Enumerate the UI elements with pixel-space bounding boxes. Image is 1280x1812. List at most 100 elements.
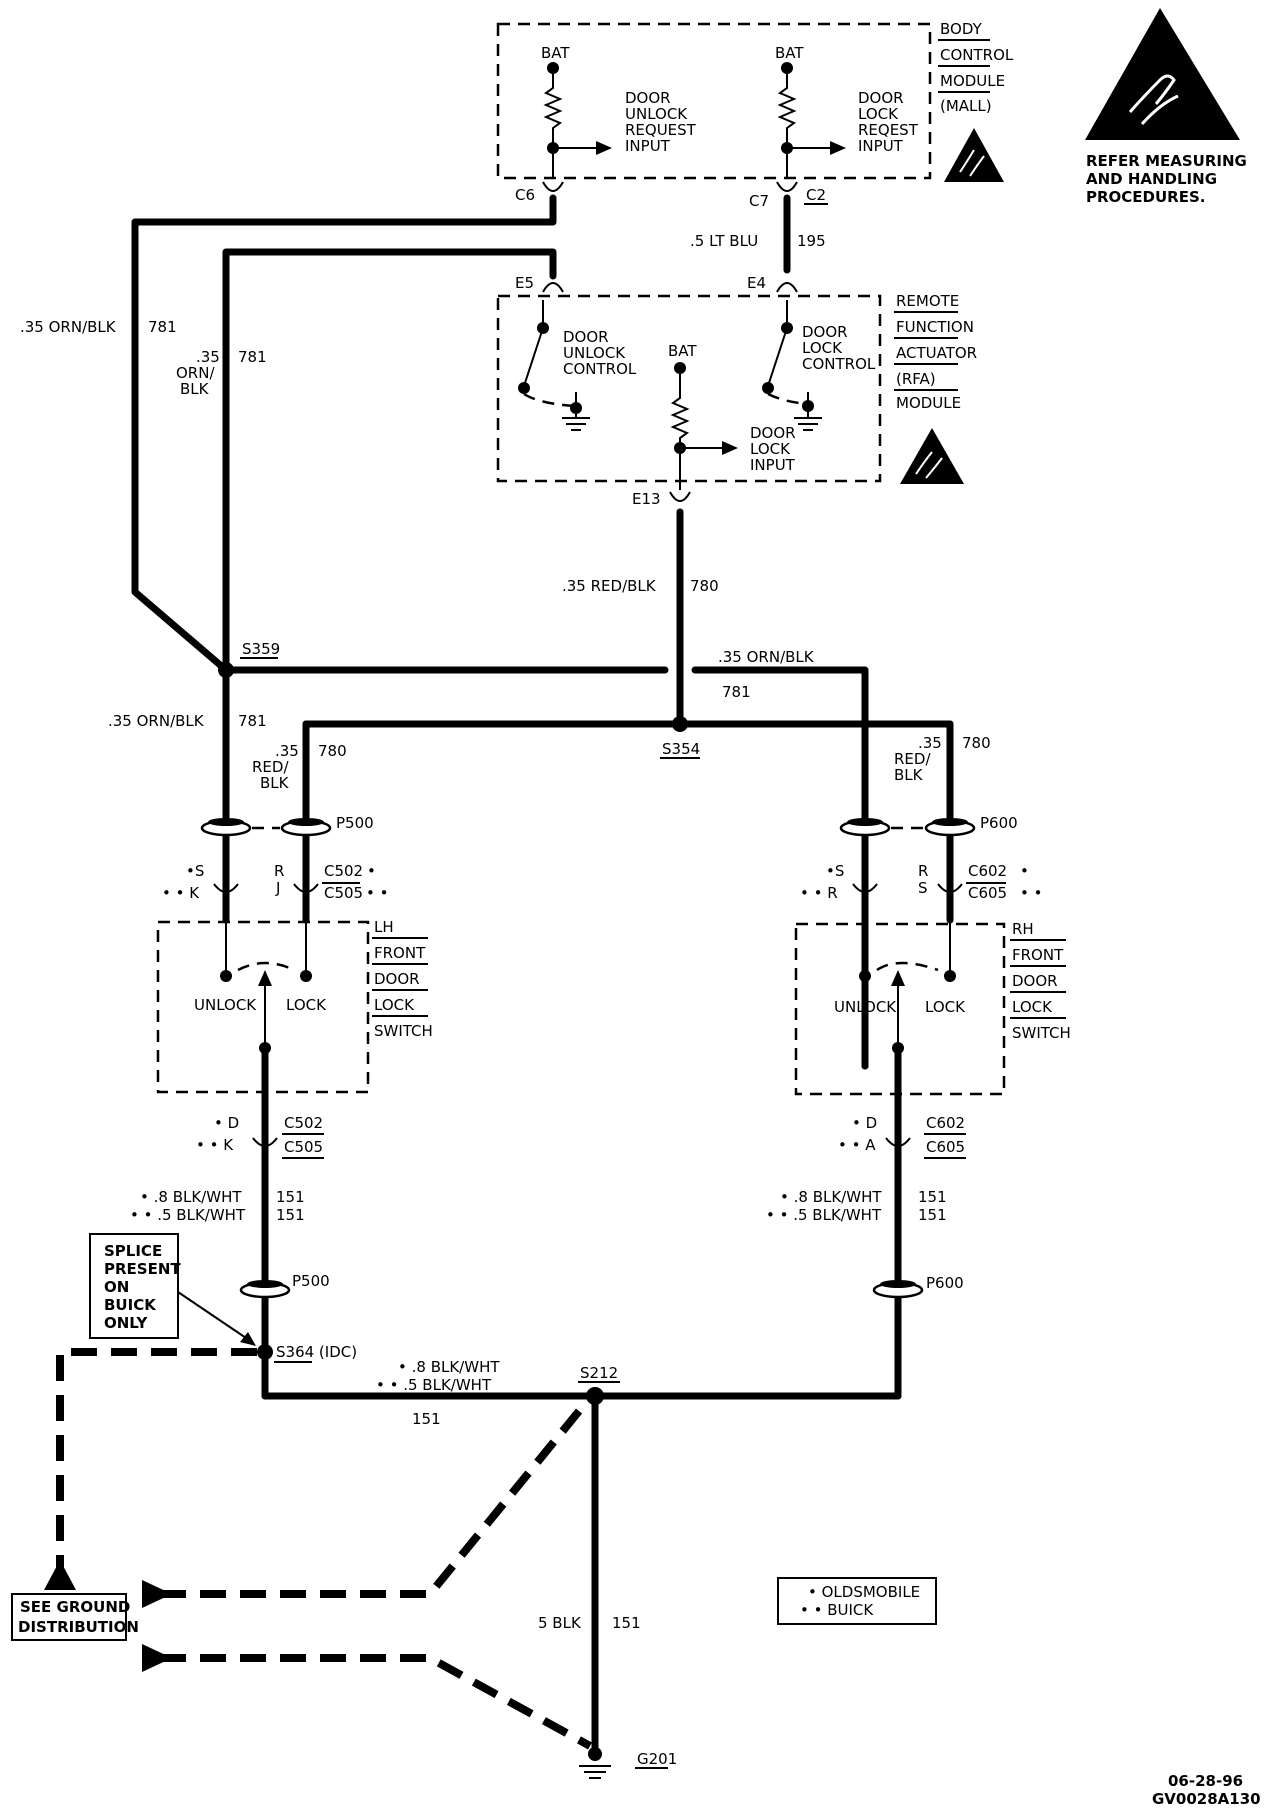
- wire-151-bottom-number: 151: [412, 1410, 441, 1428]
- splice-note-5: ONLY: [104, 1314, 149, 1332]
- esd-note-1: REFER MEASURING: [1086, 152, 1247, 170]
- lh-switch-title-3: DOOR: [374, 970, 420, 988]
- wire-151-ground-number: 151: [612, 1614, 641, 1632]
- lh-switch-title-5: SWITCH: [374, 1022, 433, 1040]
- body-control-module: BODY CONTROL MODULE (MALL) BAT DOOR UNLO…: [496, 20, 1014, 210]
- rfa-unlock-ground-node: [570, 402, 582, 414]
- bcm-bat-left: BAT: [541, 44, 570, 62]
- connector-e5: [542, 282, 564, 293]
- connector-e4: [776, 282, 798, 293]
- rfa-bat: BAT: [668, 342, 697, 360]
- wire-781-inner-color-2: ORN/: [176, 364, 215, 382]
- wire-780-rh-number: 780: [962, 734, 991, 752]
- rfa-title-1: REMOTE: [896, 292, 959, 310]
- ground-arrow-right-icon: [142, 1580, 172, 1608]
- ground-note-box: [11, 1593, 127, 1641]
- rh-pin-r: • • R: [800, 884, 838, 902]
- rh-pin-s: •S: [826, 862, 844, 880]
- rh-switch-title-3: DOOR: [1012, 972, 1058, 990]
- bcm-lock-input-2: LOCK: [858, 105, 899, 123]
- splice-s354: [672, 716, 688, 732]
- lh-switch-title-4: LOCK: [374, 996, 415, 1014]
- lh-pin-k2: • • K: [196, 1136, 234, 1154]
- wire-195-color: .5 LT BLU: [690, 232, 758, 250]
- ground-note-1: SEE GROUND: [20, 1598, 130, 1616]
- connector-c602-rh-a: [852, 883, 878, 893]
- rh-switch-title-1: RH: [1012, 920, 1034, 938]
- lh-switch-title-2: FRONT: [374, 944, 426, 962]
- ground-dashed-link: [160, 1654, 592, 1750]
- arrow-right-icon: [830, 141, 846, 155]
- wire-781-inner-color-3: BLK: [180, 380, 210, 398]
- arrow-pointer-icon: [240, 1332, 256, 1346]
- wire-781-left-number: 781: [148, 318, 177, 336]
- rfa-lock-input-3: INPUT: [750, 456, 796, 474]
- legend-oldsmobile: • OLDSMOBILE: [808, 1583, 920, 1601]
- wire-780-lh-number: 780: [318, 742, 347, 760]
- wire-780-number: 780: [690, 577, 719, 595]
- rh-c602-label: C602: [968, 862, 1007, 880]
- rh-c605-bottom-label: C605: [926, 1138, 965, 1156]
- lh-c505-label: C505: [324, 884, 363, 902]
- splice-s364: [257, 1344, 273, 1360]
- pin-e4: E4: [747, 274, 766, 292]
- rfa-unlock-control-1: DOOR: [563, 328, 609, 346]
- wire-780-color: .35 RED/BLK: [562, 577, 657, 595]
- pin-c2: C2: [806, 186, 826, 204]
- ground-g201-label: G201: [637, 1750, 677, 1768]
- wire-151-lh-a: • .8 BLK/WHT: [140, 1188, 242, 1206]
- pin-e13: E13: [632, 490, 661, 508]
- bcm-lock-input-1: DOOR: [858, 89, 904, 107]
- wire-151-rh-num-a: 151: [918, 1188, 947, 1206]
- lh-c505-bottom-label: C505: [284, 1138, 323, 1156]
- splice-note-4: BUICK: [104, 1296, 157, 1314]
- rfa-unlock-pivot: [518, 382, 530, 394]
- rh-switch-title-5: SWITCH: [1012, 1024, 1071, 1042]
- lh-switch-title-1: LH: [374, 918, 394, 936]
- arrow-up-icon: [258, 970, 272, 986]
- lh-c502-bottom-label: C502: [284, 1114, 323, 1132]
- splice-s212: [586, 1387, 604, 1405]
- rh-p600-top-label: P600: [980, 814, 1018, 832]
- wire-195-number: 195: [797, 232, 826, 250]
- lh-unlock-label: UNLOCK: [194, 996, 257, 1014]
- splice-note-2: PRESENT: [104, 1260, 181, 1278]
- lh-common-node: [259, 1042, 271, 1054]
- bcm-lock-input-4: INPUT: [858, 137, 904, 155]
- lh-pin-d: • D: [214, 1114, 239, 1132]
- wire-151-bottom-b: • • .5 BLK/WHT: [376, 1376, 492, 1394]
- wire-151-lh-num-a: 151: [276, 1188, 305, 1206]
- ground-icon: [579, 1765, 611, 1779]
- connector-p600-bottom: [872, 1280, 924, 1299]
- splice-s364-label: S364 (IDC): [276, 1343, 357, 1361]
- rfa-lock-control-3: CONTROL: [802, 355, 876, 373]
- wire-780-lh-color-3: BLK: [260, 774, 290, 792]
- rh-pin-a: • • A: [838, 1136, 876, 1154]
- rfa-lock-input-2: LOCK: [750, 440, 791, 458]
- rh-c602-mark: •: [1020, 862, 1029, 880]
- wire-harness: [131, 194, 954, 1756]
- bcm-title-3: MODULE: [940, 72, 1005, 90]
- wire-780-rh-color-1: .35: [918, 734, 942, 752]
- lh-c502-mark: •: [367, 862, 376, 880]
- rfa-title-5: MODULE: [896, 394, 961, 412]
- wire-151-ground-color: 5 BLK: [538, 1614, 582, 1632]
- rfa-lock-pivot: [762, 382, 774, 394]
- wire-151-lh-b: • • .5 BLK/WHT: [130, 1206, 246, 1224]
- lh-unlock-contact: [220, 970, 232, 982]
- wire-781-left-color: .35 ORN/BLK: [20, 318, 117, 336]
- ground-dashed-link: [160, 1397, 592, 1598]
- connector-c602-rh-b: [937, 883, 963, 893]
- rh-unlock-contact: [859, 970, 871, 982]
- wire-780-lh-color-2: RED/: [252, 758, 289, 776]
- wire-781-inner-number: 781: [238, 348, 267, 366]
- wire-151-rh-num-b: 151: [918, 1206, 947, 1224]
- esd-note-3: PROCEDURES.: [1086, 188, 1205, 206]
- rfa-lock-control-1: DOOR: [802, 323, 848, 341]
- lh-lock-contact: [300, 970, 312, 982]
- connector-c502-lh-a: [213, 883, 239, 893]
- connector-p500-bottom: [239, 1280, 291, 1299]
- rh-common-node: [892, 1042, 904, 1054]
- ground-note-2: DISTRIBUTION: [18, 1618, 139, 1636]
- bcm-bat-right: BAT: [775, 44, 804, 62]
